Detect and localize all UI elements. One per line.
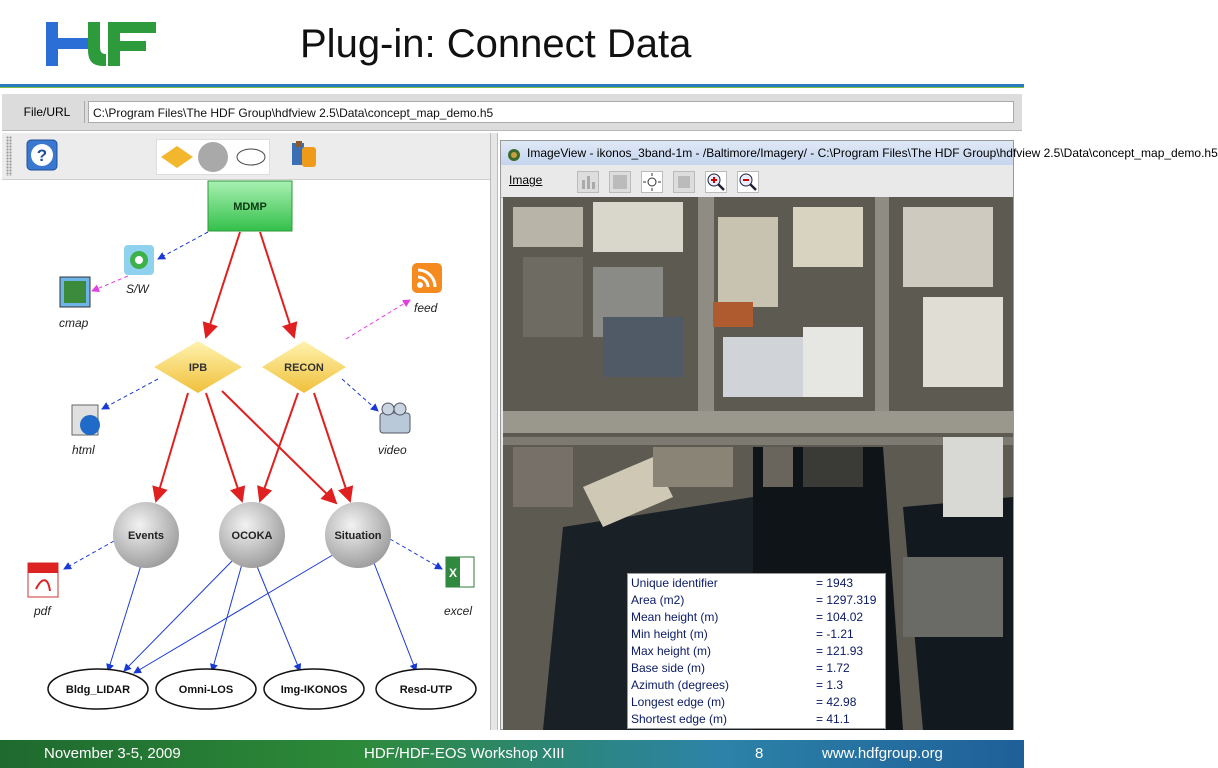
cmap-icon[interactable]	[59, 276, 91, 308]
excel-icon[interactable]: X	[445, 556, 475, 588]
diamond-shape-icon[interactable]	[161, 146, 193, 168]
concept-map-toolbar: ?	[2, 133, 490, 180]
svg-text:Omni-LOS: Omni-LOS	[179, 684, 233, 696]
svg-text:?: ?	[37, 146, 47, 165]
toolbar-grip[interactable]	[6, 136, 12, 176]
node-mdmp[interactable]: MDMP	[207, 180, 293, 232]
info-row: Azimuth (degrees)= 1.3	[631, 678, 844, 692]
pdf-icon[interactable]	[27, 562, 59, 598]
slide-title: Plug-in: Connect Data	[300, 22, 692, 66]
header-rule-accent	[0, 87, 1024, 88]
info-row: Unique identifier= 1943	[631, 576, 854, 590]
node-img-ikonos[interactable]: Img-IKONOS	[263, 668, 365, 710]
node-recon[interactable]: RECON	[262, 341, 346, 393]
header-rule	[0, 84, 1024, 87]
image-view-menubar: Image	[501, 165, 1013, 198]
info-row: Longest edge (m)= 42.98	[631, 695, 857, 709]
concept-map-pane: ?	[2, 133, 490, 730]
concept-map-canvas: MDMP IPB RECON Events OCOKA Situation Bl…	[27, 180, 477, 710]
node-events[interactable]: Events	[113, 502, 179, 568]
info-row: Shortest edge (m)= 41.1	[631, 712, 850, 726]
split-pane-divider[interactable]	[490, 133, 498, 730]
ellipse-shape-icon[interactable]	[236, 148, 266, 166]
svg-text:Situation: Situation	[334, 530, 381, 542]
video-icon[interactable]	[379, 402, 411, 434]
node-situation[interactable]: Situation	[325, 502, 391, 568]
node-omni-los[interactable]: Omni-LOS	[155, 668, 257, 710]
sw-icon[interactable]	[124, 245, 154, 275]
html-label: html	[72, 443, 95, 457]
shape-palette	[156, 139, 270, 175]
video-label: video	[378, 443, 407, 457]
footer-event: HDF/HDF-EOS Workshop XIII	[364, 745, 565, 762]
node-ocoka[interactable]: OCOKA	[219, 502, 285, 568]
feed-label: feed	[414, 301, 438, 315]
svg-text:RECON: RECON	[284, 362, 324, 374]
hdf-logo	[46, 14, 158, 74]
plugin-icon[interactable]	[288, 139, 320, 171]
image-view-title: ImageView - ikonos_3band-1m - /Baltimore…	[527, 146, 1218, 160]
magenta-dashed-edges	[91, 275, 411, 340]
red-edges	[152, 231, 354, 505]
html-icon[interactable]	[71, 404, 100, 436]
help-icon[interactable]: ?	[26, 139, 58, 171]
info-row: Base side (m)= 1.72	[631, 661, 850, 675]
palette-icon[interactable]	[609, 171, 631, 193]
svg-text:IPB: IPB	[189, 362, 207, 374]
pdf-label: pdf	[34, 604, 51, 618]
image-menu[interactable]: Image	[509, 173, 543, 187]
zoom-out-icon[interactable]	[737, 171, 759, 193]
node-ipb[interactable]: IPB	[154, 341, 242, 393]
info-row: Min height (m)= -1.21	[631, 627, 854, 641]
svg-text:Img-IKONOS: Img-IKONOS	[281, 684, 348, 696]
file-url-bar: File/URL C:\Program Files\The HDF Group\…	[2, 94, 1022, 131]
zoom-in-icon[interactable]	[705, 171, 727, 193]
blue-dashed-edges	[63, 231, 443, 570]
svg-text:Events: Events	[128, 530, 164, 542]
image-view-titlebar[interactable]: ImageView - ikonos_3band-1m - /Baltimore…	[501, 141, 1218, 165]
footer-url: www.hdfgroup.org	[822, 745, 943, 762]
footer-page-number: 8	[755, 745, 764, 762]
feed-icon[interactable]	[412, 263, 442, 293]
cmap-label: cmap	[59, 316, 89, 330]
svg-text:MDMP: MDMP	[233, 201, 267, 213]
info-row: Area (m2)= 1297.319	[631, 593, 877, 607]
aerial-image[interactable]: Unique identifier= 1943 Area (m2)= 1297.…	[503, 197, 1013, 730]
blue-edges	[106, 552, 418, 674]
svg-text:OCOKA: OCOKA	[232, 530, 273, 542]
feature-info-popup: Unique identifier= 1943 Area (m2)= 1297.…	[627, 573, 886, 729]
svg-text:X: X	[449, 566, 457, 580]
chart-icon[interactable]	[673, 171, 695, 193]
info-row: Mean height (m)= 104.02	[631, 610, 864, 624]
circle-shape-icon[interactable]	[198, 142, 228, 172]
svg-text:Resd-UTP: Resd-UTP	[400, 684, 453, 696]
histogram-icon[interactable]	[577, 171, 599, 193]
file-path-field[interactable]: C:\Program Files\The HDF Group\hdfview 2…	[88, 101, 1014, 123]
node-bldg-lidar[interactable]: Bldg_LIDAR	[47, 668, 149, 710]
slide-footer: November 3-5, 2009 HDF/HDF-EOS Workshop …	[0, 740, 1024, 768]
footer-date: November 3-5, 2009	[44, 745, 181, 762]
image-view-window: ImageView - ikonos_3band-1m - /Baltimore…	[500, 140, 1218, 730]
excel-label: excel	[444, 604, 473, 618]
file-url-button[interactable]: File/URL	[10, 101, 85, 123]
svg-text:Bldg_LIDAR: Bldg_LIDAR	[66, 684, 130, 696]
sw-label: S/W	[126, 282, 149, 296]
info-row: Max height (m)= 121.93	[631, 644, 864, 658]
window-app-icon	[507, 146, 521, 161]
node-resd-utp[interactable]: Resd-UTP	[375, 668, 477, 710]
brightness-icon[interactable]	[641, 171, 663, 193]
